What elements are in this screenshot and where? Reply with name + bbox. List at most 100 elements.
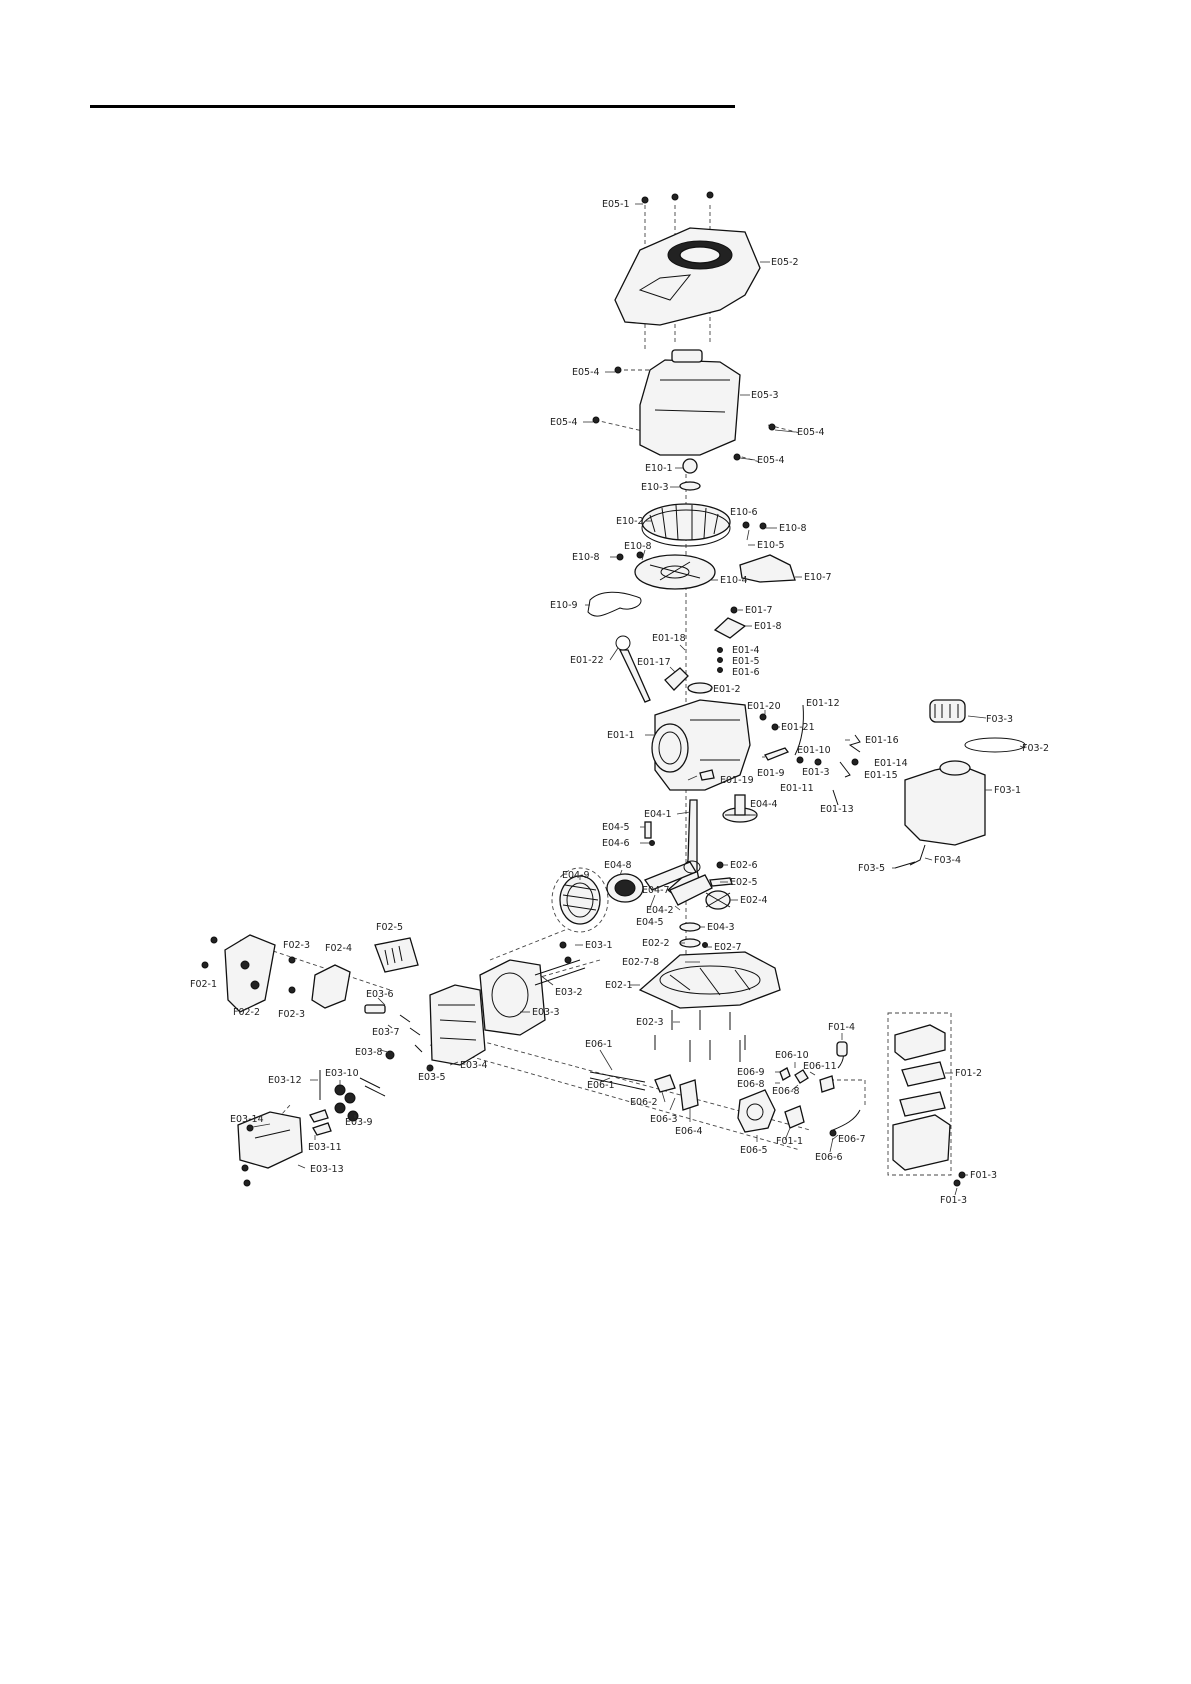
callout-label: E02-1 bbox=[605, 980, 633, 991]
callout-label: E06-2 bbox=[630, 1097, 658, 1108]
callout-label: F02-4 bbox=[325, 943, 352, 954]
callout-label: E01-7 bbox=[745, 605, 773, 616]
callout-label: E06-8 bbox=[737, 1079, 765, 1090]
callout-label: E01-6 bbox=[732, 667, 760, 678]
callout-label: E05-4 bbox=[797, 427, 825, 438]
callout-label: E01-14 bbox=[874, 758, 908, 769]
callout-label: E01-17 bbox=[637, 657, 671, 668]
callout-label: E01-11 bbox=[780, 783, 814, 794]
callout-label: E10-8 bbox=[779, 523, 807, 534]
callout-label: E03-10 bbox=[325, 1068, 359, 1079]
callout-label: E03-12 bbox=[268, 1075, 302, 1086]
callout-label: E01-10 bbox=[797, 745, 831, 756]
callout-label: E01-9 bbox=[757, 768, 785, 779]
callout-label: E06-11 bbox=[803, 1061, 837, 1072]
callout-label: E02-7-8 bbox=[622, 957, 659, 968]
callout-label: F02-5 bbox=[376, 922, 403, 933]
callout-label: E04-6 bbox=[602, 838, 630, 849]
header-rule bbox=[90, 105, 735, 108]
callout-label: E10-1 bbox=[645, 463, 673, 474]
callout-label: E01-1 bbox=[607, 730, 635, 741]
callout-label: E01-18 bbox=[652, 633, 686, 644]
callout-label: E05-3 bbox=[751, 390, 779, 401]
callout-label: E01-20 bbox=[747, 701, 781, 712]
callout-label: E06-10 bbox=[775, 1050, 809, 1061]
callout-leaders bbox=[252, 203, 1026, 1196]
callout-label: E04-8 bbox=[604, 860, 632, 871]
callout-label: E04-1 bbox=[644, 809, 672, 820]
callout-label: E04-5 bbox=[602, 822, 630, 833]
callout-label: E06-7 bbox=[838, 1134, 866, 1145]
callout-label: E10-9 bbox=[550, 600, 578, 611]
callout-label: E06-4 bbox=[675, 1126, 703, 1137]
callout-label: F01-4 bbox=[828, 1022, 855, 1033]
callout-label: E01-13 bbox=[820, 804, 854, 815]
callout-label: F03-5 bbox=[858, 863, 885, 874]
callout-label: E01-15 bbox=[864, 770, 898, 781]
callout-label: E02-7 bbox=[714, 942, 742, 953]
callout-label: E05-4 bbox=[572, 367, 600, 378]
callout-label: E03-7 bbox=[372, 1027, 400, 1038]
callout-label: E03-4 bbox=[460, 1060, 488, 1071]
callout-label: E03-9 bbox=[345, 1117, 373, 1128]
callout-label: F01-3 bbox=[940, 1195, 967, 1206]
callout-label: E06-1 bbox=[587, 1080, 615, 1091]
callout-label: E04-3 bbox=[707, 922, 735, 933]
callout-label: E10-6 bbox=[730, 507, 758, 518]
callout-label: E04-5 bbox=[636, 917, 664, 928]
callout-label: E10-2 bbox=[616, 516, 644, 527]
callout-label: E02-4 bbox=[740, 895, 768, 906]
part-shapes bbox=[201, 191, 1026, 1187]
callout-label: E04-4 bbox=[750, 799, 778, 810]
callout-label: E06-9 bbox=[737, 1067, 765, 1078]
callout-label: E01-22 bbox=[570, 655, 604, 666]
sump-shape bbox=[638, 951, 781, 1009]
callout-label: E10-3 bbox=[641, 482, 669, 493]
callout-label: E01-5 bbox=[732, 656, 760, 667]
callout-label: E06-5 bbox=[740, 1145, 768, 1156]
callout-label: E06-6 bbox=[815, 1152, 843, 1163]
callout-label: E03-5 bbox=[418, 1072, 446, 1083]
callout-label: E02-5 bbox=[730, 877, 758, 888]
callout-label: E06-3 bbox=[650, 1114, 678, 1125]
callout-label: F03-3 bbox=[986, 714, 1013, 725]
callout-label: F01-3 bbox=[970, 1170, 997, 1181]
callout-label: F02-2 bbox=[233, 1007, 260, 1018]
callout-label: E04-9 bbox=[562, 870, 590, 881]
callout-label: E03-3 bbox=[532, 1007, 560, 1018]
callout-label: F02-1 bbox=[190, 979, 217, 990]
callout-label: E05-2 bbox=[771, 257, 799, 268]
callout-label: E10-5 bbox=[757, 540, 785, 551]
callout-label: E01-19 bbox=[720, 775, 754, 786]
callout-label: F03-1 bbox=[994, 785, 1021, 796]
callout-label: F03-4 bbox=[934, 855, 961, 866]
callout-label: E01-8 bbox=[754, 621, 782, 632]
callout-label: E05-1 bbox=[602, 199, 630, 210]
callout-label: E10-8 bbox=[572, 552, 600, 563]
callout-label: E06-8 bbox=[772, 1086, 800, 1097]
callout-label: E01-12 bbox=[806, 698, 840, 709]
callout-label: E01-16 bbox=[865, 735, 899, 746]
callout-label: E02-2 bbox=[642, 938, 670, 949]
callout-label: E03-13 bbox=[310, 1164, 344, 1175]
callout-label: E01-21 bbox=[781, 722, 815, 733]
callout-label: F02-3 bbox=[278, 1009, 305, 1020]
callout-label: E02-6 bbox=[730, 860, 758, 871]
callout-label: E04-2 bbox=[646, 905, 674, 916]
callout-label: E10-4 bbox=[720, 575, 748, 586]
callout-label: E06-1 bbox=[585, 1039, 613, 1050]
callout-label: E03-1 bbox=[585, 940, 613, 951]
callout-label: E03-11 bbox=[308, 1142, 342, 1153]
callout-label: E01-3 bbox=[802, 767, 830, 778]
callout-label: E03-8 bbox=[355, 1047, 383, 1058]
callout-label: E03-6 bbox=[366, 989, 394, 1000]
callout-label: E03-2 bbox=[555, 987, 583, 998]
callout-label: E02-3 bbox=[636, 1017, 664, 1028]
callout-label: E03-14 bbox=[230, 1114, 264, 1125]
callout-label: F01-2 bbox=[955, 1068, 982, 1079]
callout-label: E10-8 bbox=[624, 541, 652, 552]
callout-label: E10-7 bbox=[804, 572, 832, 583]
callout-labels: E05-1 E05-2 E05-4 E05-3 E05-4 E05-4 E05-… bbox=[190, 199, 1049, 1206]
